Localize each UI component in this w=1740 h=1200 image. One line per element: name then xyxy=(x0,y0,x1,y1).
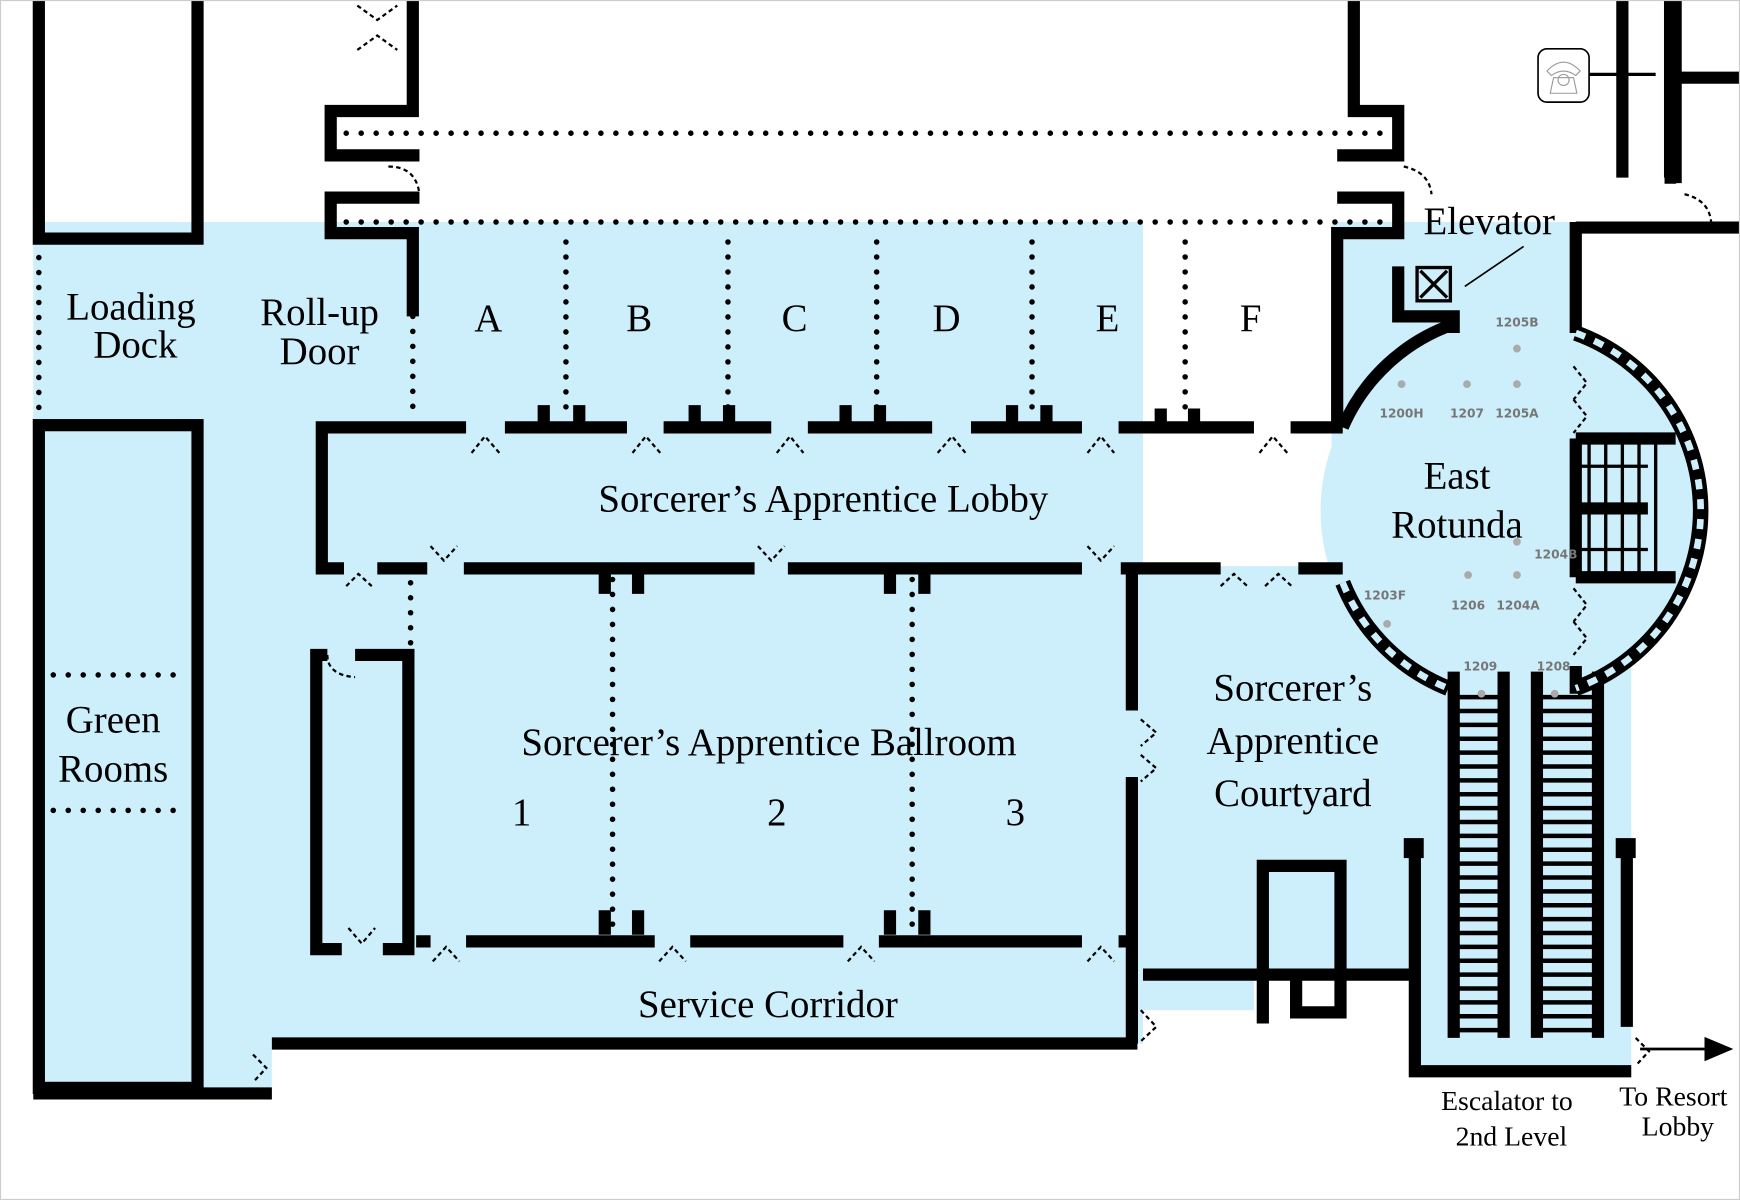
elevator-icon xyxy=(1415,245,1525,303)
room-number: 1209 xyxy=(1463,659,1497,673)
partitions xyxy=(36,130,1390,936)
room-number: 1206 xyxy=(1451,598,1485,612)
doors xyxy=(252,4,1713,1084)
service-corridor-label: Service Corridor xyxy=(638,983,898,1026)
section-c-label: C xyxy=(782,297,808,340)
lobby-label: Sorcerer’s Apprentice Lobby xyxy=(598,478,1048,521)
courtyard-label: Courtyard xyxy=(1214,772,1371,815)
resort-lobby-label: Lobby xyxy=(1642,1112,1715,1143)
escalator-steps xyxy=(1453,694,1598,1033)
east-rotunda-label: Rotunda xyxy=(1391,503,1523,546)
ballroom-section-3-label: 3 xyxy=(1006,791,1025,834)
ballroom-section-1-label: 1 xyxy=(512,791,531,834)
room-markers xyxy=(1383,344,1559,698)
ballroom-label: Sorcerer’s Apprentice Ballroom xyxy=(521,721,1016,764)
loading-dock-label: Dock xyxy=(93,323,178,366)
section-a-label: A xyxy=(474,297,502,340)
green-rooms-label: Green xyxy=(66,699,161,742)
rotunda-walls xyxy=(1335,318,1709,696)
stairs xyxy=(1575,432,1676,584)
room-number: 1205A xyxy=(1495,406,1539,420)
resort-lobby-label: To Resort xyxy=(1619,1082,1727,1113)
courtyard-label: Apprentice xyxy=(1207,720,1379,763)
elevator-label: Elevator xyxy=(1423,200,1555,243)
escalator-label: 2nd Level xyxy=(1456,1122,1568,1153)
room-number: 1208 xyxy=(1537,659,1571,673)
labels: Loading Dock Roll-up Door Green Rooms A … xyxy=(58,200,1728,1152)
green-rooms-label: Rooms xyxy=(58,747,168,790)
rollup-door-label: Door xyxy=(280,330,360,373)
room-number: 1203F xyxy=(1364,588,1406,602)
east-rotunda-label: East xyxy=(1424,454,1491,497)
room-number: 1200H xyxy=(1379,406,1423,420)
walls xyxy=(32,0,1740,1100)
floor-fill xyxy=(33,222,1703,1094)
room-number: 1205B xyxy=(1495,315,1538,329)
courtyard-label: Sorcerer’s xyxy=(1213,666,1372,709)
section-d-label: D xyxy=(933,297,961,340)
escalator-label: Escalator to xyxy=(1441,1086,1573,1117)
room-number: 1204B xyxy=(1534,547,1577,561)
ballroom-section-2-label: 2 xyxy=(767,791,786,834)
rollup-door-label: Roll-up xyxy=(260,291,379,334)
loading-dock-label: Loading xyxy=(66,286,195,329)
arrow-right-icon xyxy=(1640,1036,1734,1062)
telephone-icon xyxy=(1537,48,1590,103)
room-number: 1204A xyxy=(1496,598,1540,612)
section-b-label: B xyxy=(626,297,652,340)
room-number: 1207 xyxy=(1450,406,1484,420)
section-e-label: E xyxy=(1096,297,1120,340)
section-f-label: F xyxy=(1240,297,1262,340)
